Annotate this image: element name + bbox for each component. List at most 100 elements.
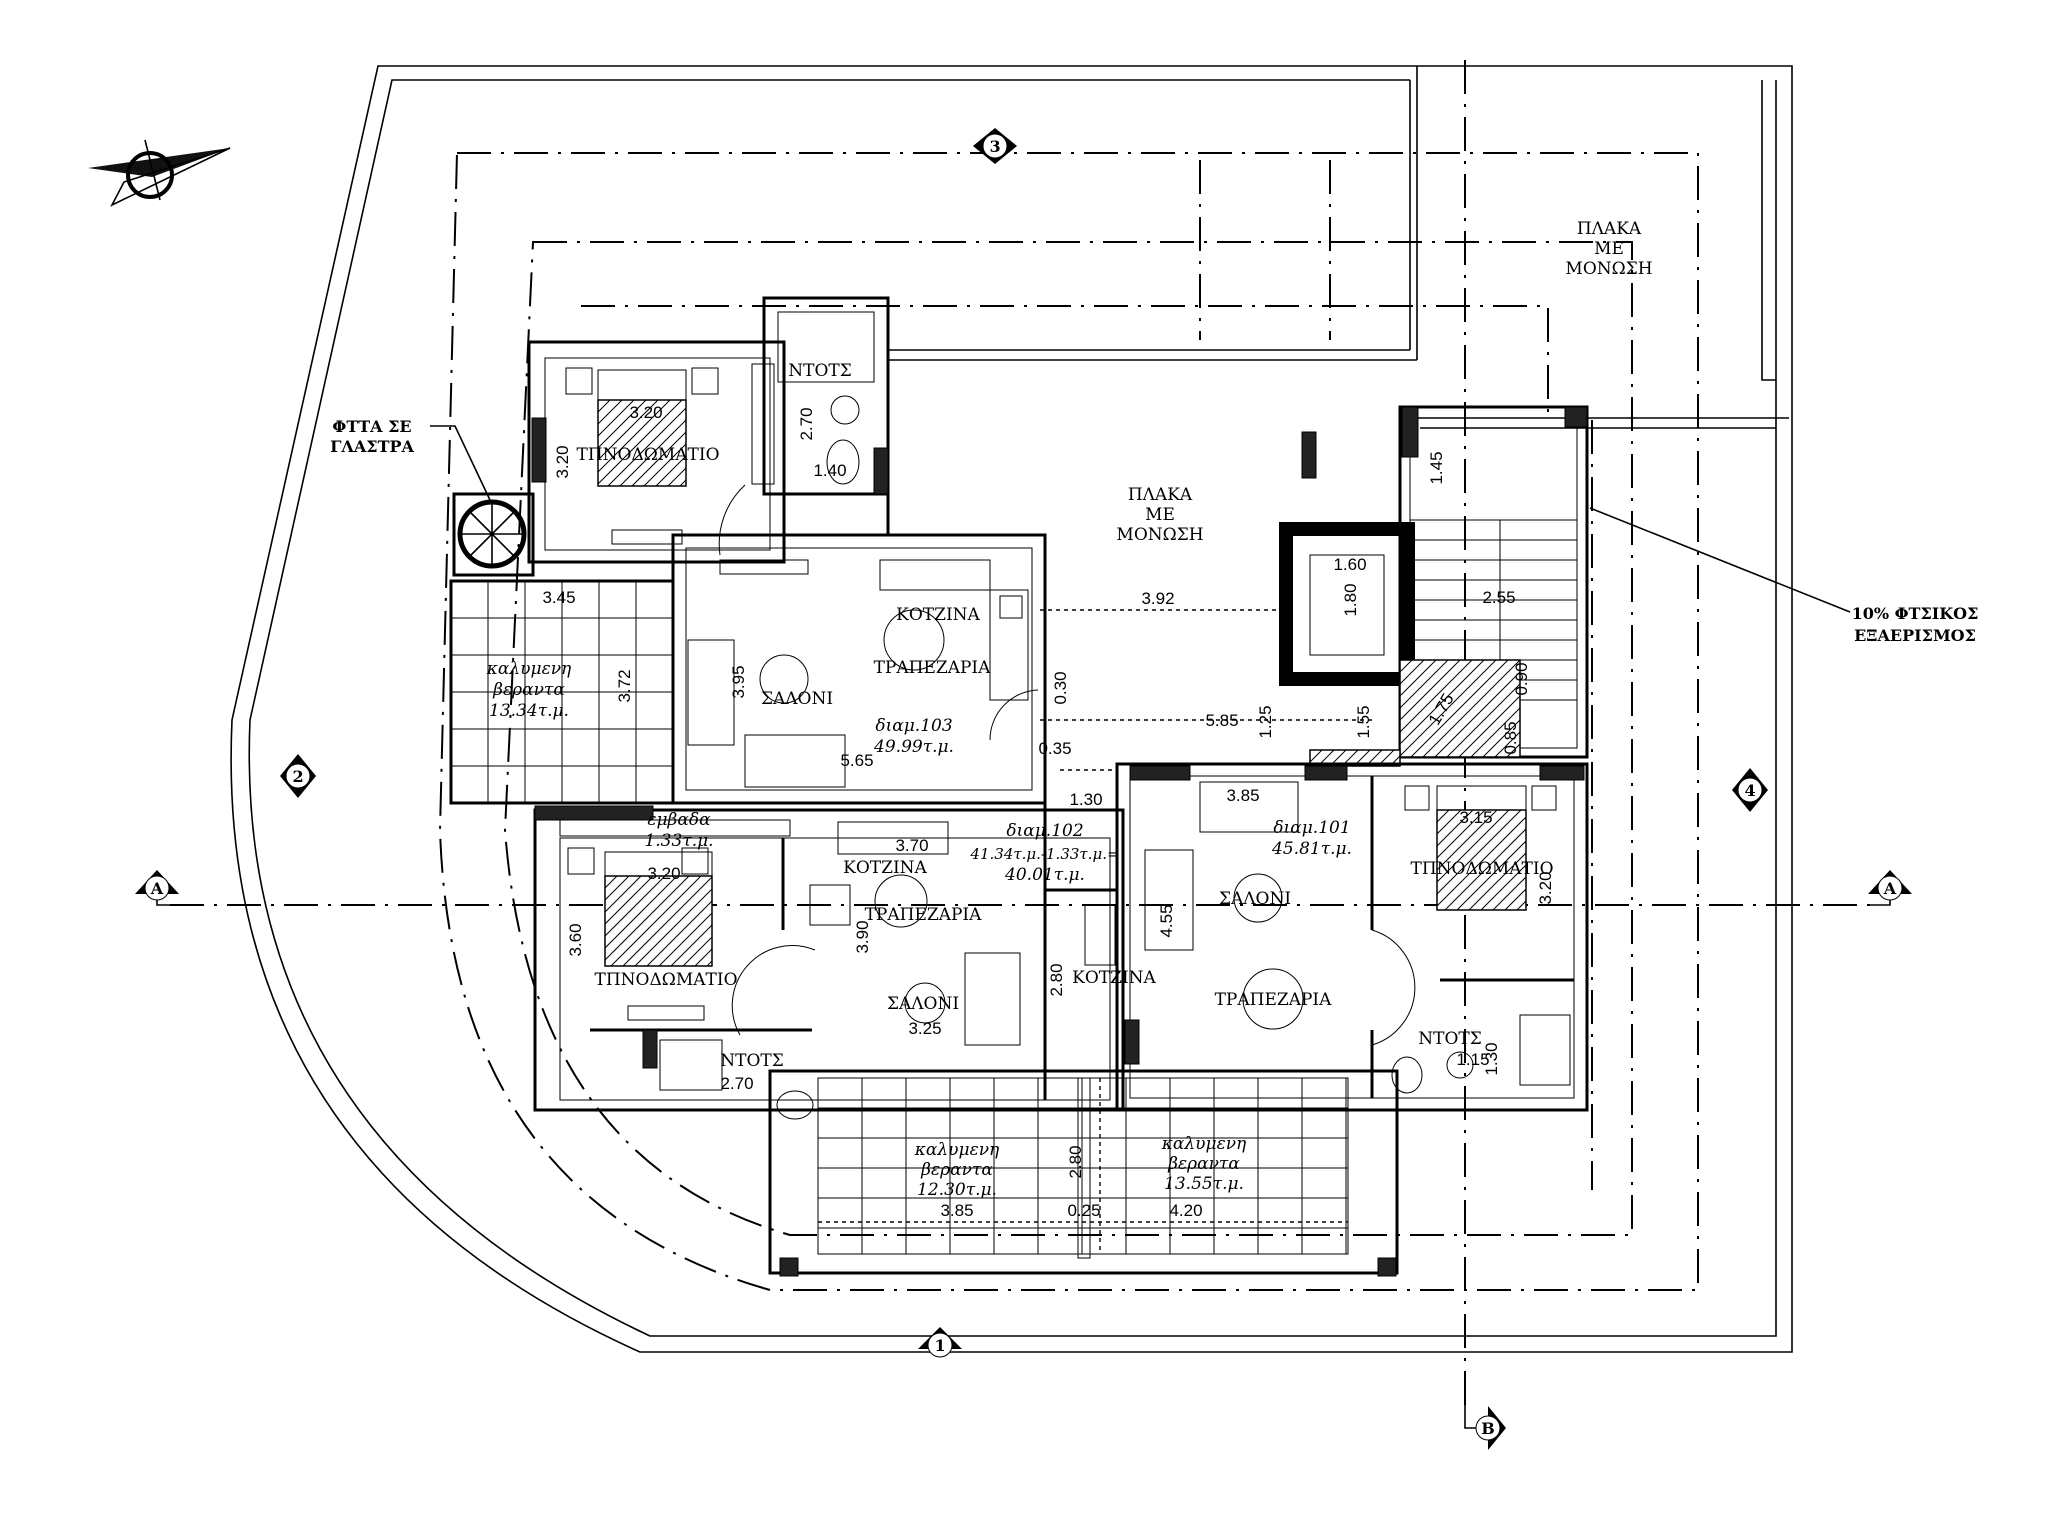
svg-text:ΤΡΑΠΕΖΑΡΙΑ: ΤΡΑΠΕΖΑΡΙΑ — [874, 658, 992, 678]
bed — [1436, 809, 1527, 911]
svg-text:1.45: 1.45 — [1427, 451, 1446, 484]
svg-text:1.60: 1.60 — [1333, 555, 1366, 574]
svg-text:ΤΠΝΟΔΩΜΑΤΙΟ: ΤΠΝΟΔΩΜΑΤΙΟ — [576, 445, 719, 465]
hatch-line — [1309, 749, 1323, 763]
hatch-line — [1399, 659, 1449, 709]
svg-text:3.85: 3.85 — [940, 1201, 973, 1220]
svg-text:3.95: 3.95 — [729, 665, 748, 698]
section-marker-b: B — [1464, 1388, 1506, 1450]
svg-text:ΜΟΝΩΣΗ: ΜΟΝΩΣΗ — [1116, 525, 1203, 545]
svg-text:0.35: 0.35 — [1038, 739, 1071, 758]
hatch-line — [604, 875, 678, 949]
hatch-line — [1458, 695, 1521, 758]
svg-text:ΝΤΟΤΣ: ΝΤΟΤΣ — [720, 1051, 784, 1071]
hatch-line — [655, 455, 687, 487]
hatch-line — [679, 479, 687, 487]
hatch-line — [1399, 659, 1497, 757]
hatch-line — [1399, 659, 1437, 697]
svg-text:2.70: 2.70 — [720, 1074, 753, 1093]
hatch-line — [1482, 719, 1521, 758]
hatch-line — [622, 876, 713, 967]
hatch-line — [667, 467, 687, 487]
svg-text:5.85: 5.85 — [1205, 711, 1238, 730]
svg-text:40.01τ.μ.: 40.01τ.μ. — [1004, 865, 1085, 885]
svg-text:βεραντα: βεραντα — [1167, 1154, 1240, 1174]
svg-text:3: 3 — [989, 137, 1000, 156]
svg-text:εμβαδα: εμβαδα — [647, 810, 711, 830]
common-labels: 3.92 0.30 0.35 1.30 5.85 1.25 1.55 1.75 … — [1038, 451, 1531, 809]
slab-label: ΠΛΑΚΑ — [1577, 219, 1642, 239]
svg-text:ΜΟΝΩΣΗ: ΜΟΝΩΣΗ — [1565, 259, 1652, 279]
facade-marker-2: 2 — [280, 754, 316, 798]
site-boundary — [230, 65, 1793, 1353]
svg-text:ΓΛΑΣΤΡΑ: ΓΛΑΣΤΡΑ — [330, 437, 414, 456]
svg-text:3.90: 3.90 — [853, 920, 872, 953]
hatch-line — [1399, 659, 1473, 733]
hatch-line — [1518, 755, 1521, 758]
setback-lines — [170, 60, 1880, 1415]
hatch-line — [604, 875, 690, 961]
svg-text:διαμ.103: διαμ.103 — [875, 716, 952, 736]
unit-101-labels: 3.85 διαμ.101 45.81τ.μ. ΣΑΛΟΝΙ 4.55 ΚΟΤΖ… — [1047, 786, 1555, 1220]
hatch-line — [604, 875, 642, 913]
svg-text:1.33τ.μ.: 1.33τ.μ. — [644, 831, 713, 851]
svg-text:A: A — [1883, 879, 1897, 898]
hatch-line — [597, 399, 623, 425]
svg-text:διαμ.102: διαμ.102 — [1006, 821, 1083, 841]
svg-text:12.30τ.μ.: 12.30τ.μ. — [917, 1180, 997, 1200]
svg-text:ΚΟΤΖΙΝΑ: ΚΟΤΖΙΝΑ — [843, 858, 927, 878]
svg-text:διαμ.101: διαμ.101 — [1273, 818, 1350, 838]
hatch-line — [1480, 864, 1527, 911]
hatch-line — [604, 875, 630, 901]
svg-text:4.20: 4.20 — [1169, 1201, 1202, 1220]
svg-text:ΚΟΤΖΙΝΑ: ΚΟΤΖΙΝΑ — [1072, 968, 1156, 988]
hatch-line — [643, 443, 687, 487]
hatch-line — [631, 431, 687, 487]
hatch-line — [1399, 659, 1485, 745]
hatch-line — [607, 407, 687, 487]
svg-text:3.20: 3.20 — [553, 445, 572, 478]
svg-text:1.25: 1.25 — [1256, 705, 1275, 738]
svg-text:13.55τ.μ.: 13.55τ.μ. — [1164, 1174, 1244, 1194]
svg-text:ΜΕ: ΜΕ — [1145, 505, 1175, 525]
svg-text:3.20: 3.20 — [629, 403, 662, 422]
hatch-line — [604, 875, 618, 889]
svg-text:0.30: 0.30 — [1051, 671, 1070, 704]
svg-text:3.25: 3.25 — [908, 1019, 941, 1038]
svg-text:ΣΑΛΟΝΙ: ΣΑΛΟΝΙ — [887, 994, 959, 1014]
svg-text:0.25: 0.25 — [1067, 1201, 1100, 1220]
bed — [597, 399, 687, 487]
hatch-line — [670, 924, 713, 967]
hatch-line — [1436, 809, 1474, 847]
svg-text:3.60: 3.60 — [566, 923, 585, 956]
hatch-line — [597, 399, 671, 473]
north-arrow-icon — [88, 139, 231, 207]
svg-text:A: A — [150, 879, 164, 898]
hatch-line — [1444, 828, 1527, 911]
hatch-line — [1446, 683, 1521, 758]
hatch-line — [1436, 809, 1462, 835]
plant-icon — [457, 499, 527, 569]
plants-note: ΦΤΤΑ ΣΕ — [332, 417, 411, 436]
hatch-line — [1492, 876, 1527, 911]
svg-text:1.30: 1.30 — [1069, 790, 1102, 809]
svg-text:ΣΑΛΟΝΙ: ΣΑΛΟΝΙ — [761, 689, 833, 709]
svg-text:3.85: 3.85 — [1226, 786, 1259, 805]
ventilation-note: 10% ΦΤΣΙΚΟΣ — [1852, 604, 1979, 623]
svg-text:1.55: 1.55 — [1354, 705, 1373, 738]
svg-text:3.20: 3.20 — [647, 864, 680, 883]
svg-text:ΕΞΑΕΡΙΣΜΟΣ: ΕΞΑΕΡΙΣΜΟΣ — [1854, 626, 1976, 645]
unit-102-labels: εμβαδα 1.33τ.μ. 3.20 3.60 ΤΠΝΟΔΩΜΑΤΙΟ ΝΤ… — [566, 810, 1120, 1220]
svg-text:B: B — [1481, 1419, 1495, 1438]
hatch-line — [634, 888, 713, 967]
hatch-line — [706, 960, 713, 967]
svg-text:49.99τ.μ.: 49.99τ.μ. — [873, 737, 954, 757]
hatch-line — [604, 875, 654, 925]
hatch-line — [619, 419, 687, 487]
hatch-line — [1410, 659, 1509, 758]
svg-text:4: 4 — [1744, 781, 1755, 800]
section-marker-a-left: A — [135, 870, 179, 906]
svg-text:1.15: 1.15 — [1456, 1050, 1489, 1069]
svg-text:1.40: 1.40 — [813, 461, 846, 480]
